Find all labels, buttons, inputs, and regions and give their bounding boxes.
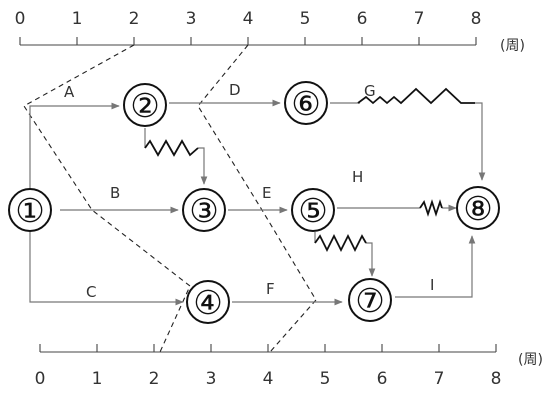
activity-h-float-wave	[419, 199, 443, 217]
activity-arrows	[29, 99, 486, 306]
activity-label-b: B	[110, 184, 120, 202]
top-tick-label: 5	[300, 9, 311, 29]
bottom-tick-label: 2	[149, 369, 160, 389]
node-5-label: ⑤	[298, 191, 328, 230]
top-tick-label: 8	[471, 9, 482, 29]
activity-g-float-wave	[357, 87, 475, 105]
top-tick-label: 4	[243, 9, 254, 29]
top-tick-label: 1	[72, 9, 83, 29]
top-time-axis: 0 1 2 3 4 5 6 7 8 (周)	[15, 9, 525, 54]
activity-label-f: F	[266, 280, 275, 298]
top-tick-label: 6	[357, 9, 368, 29]
node-5[interactable]: ⑤	[291, 188, 335, 232]
node-8-label: ⑧	[463, 189, 493, 228]
top-axis-ticks	[19, 37, 477, 45]
bottom-tick-label: 3	[206, 369, 217, 389]
bottom-tick-label: 0	[35, 369, 46, 389]
node-2-label: ②	[130, 86, 160, 125]
bottom-tick-label: 8	[491, 369, 502, 389]
activity-label-e: E	[262, 184, 271, 202]
bottom-tick-label: 6	[377, 369, 388, 389]
dependency-5-7-arrow-down	[366, 242, 376, 277]
activity-a-arrow	[29, 102, 120, 188]
dependency-2-3-arrow-down	[198, 147, 208, 185]
bottom-axis-ticks	[39, 344, 497, 352]
bottom-tick-label: 4	[263, 369, 274, 389]
activity-label-g: G	[364, 82, 376, 100]
node-4-label: ④	[193, 283, 223, 322]
top-tick-label: 2	[129, 9, 140, 29]
node-6-label: ⑥	[291, 84, 321, 123]
bottom-tick-label: 7	[434, 369, 445, 389]
node-4[interactable]: ④	[186, 280, 230, 324]
activity-label-i: I	[430, 276, 434, 294]
top-tick-label: 0	[15, 9, 26, 29]
node-1-label: ①	[15, 191, 45, 230]
node-2[interactable]: ②	[123, 83, 167, 127]
top-axis-unit: (周)	[500, 38, 525, 54]
check-line-left	[23, 44, 191, 353]
activity-c-arrow	[29, 232, 184, 306]
bottom-tick-label: 5	[320, 369, 331, 389]
bottom-tick-label: 1	[92, 369, 103, 389]
activity-i-arrow	[395, 235, 476, 298]
top-tick-label: 7	[414, 9, 425, 29]
node-8[interactable]: ⑧	[456, 186, 500, 230]
node-7-label: ⑦	[355, 281, 385, 320]
activity-label-c: C	[86, 283, 96, 301]
activity-label-a: A	[64, 83, 75, 101]
node-7[interactable]: ⑦	[348, 278, 392, 322]
node-3-label: ③	[189, 191, 219, 230]
dependency-5-7-float-wave	[314, 233, 367, 253]
bottom-axis-unit: (周)	[518, 352, 543, 368]
node-1[interactable]: ①	[8, 188, 52, 232]
activity-label-h: H	[352, 168, 363, 186]
dependency-2-3-float-wave	[144, 139, 199, 157]
free-float-waves	[144, 87, 475, 253]
activity-g-arrow-down	[475, 102, 486, 181]
top-tick-label: 3	[186, 9, 197, 29]
activity-labels: A B C D E F G H I	[64, 81, 434, 301]
bottom-time-axis: 0 1 2 3 4 5 6 7 8 (周)	[35, 344, 543, 389]
node-6[interactable]: ⑥	[284, 81, 328, 125]
activity-label-d: D	[229, 81, 241, 99]
node-3[interactable]: ③	[182, 188, 226, 232]
